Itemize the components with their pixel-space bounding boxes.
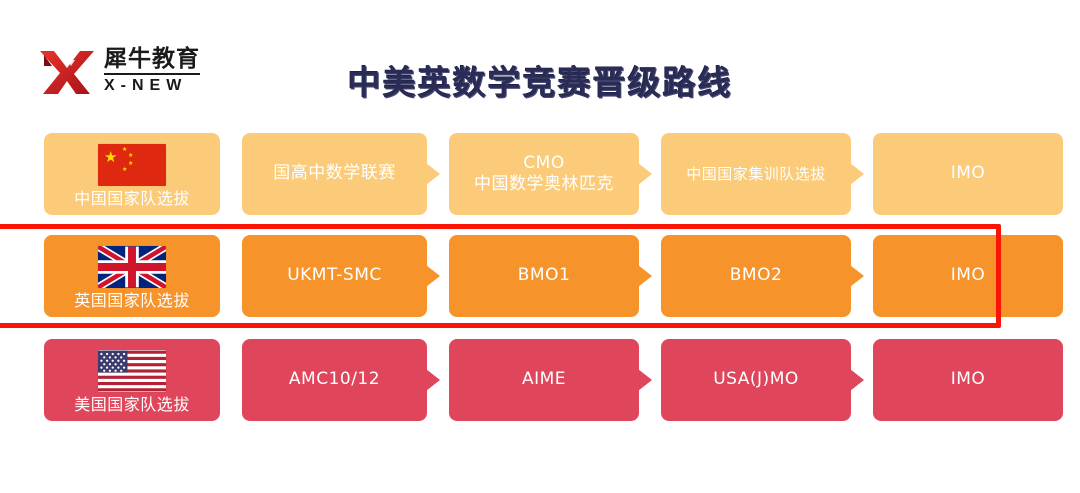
brand-divider: [104, 73, 200, 76]
arrow-right-icon: [850, 163, 864, 185]
row-china-step-4-label: IMO: [950, 163, 986, 184]
flag-china-star-small-3: ★: [128, 161, 134, 168]
progression-diagram: ★ ★ ★ ★ ★ 中国国家队选拔 国高中数学联赛 CMO 中国数学奥林匹克 中…: [0, 125, 1080, 445]
row-usa-step-4[interactable]: IMO: [873, 339, 1063, 421]
row-uk-step-1-label: UKMT-SMC: [287, 265, 382, 286]
arrow-right-icon: [638, 163, 652, 185]
arrow-right-icon: [850, 369, 864, 391]
row-china-step-2-label: CMO 中国数学奥林匹克: [468, 153, 620, 196]
arrow-right-icon: [426, 163, 440, 185]
row-usa-country-cell[interactable]: 美国国家队选拔: [44, 339, 220, 421]
flag-china-icon: ★ ★ ★ ★ ★: [98, 144, 166, 187]
arrow-right-icon: [850, 265, 864, 287]
row-uk-step-1[interactable]: UKMT-SMC: [242, 235, 440, 317]
flag-china-star-small-2: ★: [128, 153, 134, 160]
page-title: 中美英数学竞赛晋级路线: [347, 63, 733, 102]
row-usa-step-1[interactable]: AMC10/12: [242, 339, 440, 421]
row-china-step-4[interactable]: IMO: [873, 133, 1063, 215]
row-uk-step-4-label: IMO: [950, 265, 986, 286]
row-uk-step-4[interactable]: IMO: [873, 235, 1063, 317]
diagram-row-uk: 英国国家队选拔 UKMT-SMC BMO1 BMO2 IMO: [44, 235, 1063, 317]
row-china-step-3-label: 中国国家集训队选拔: [686, 164, 826, 183]
row-uk-gap-1: [220, 235, 242, 317]
row-uk-label: 英国国家队选拔: [74, 291, 190, 311]
brand-name-en: X-NEW: [104, 77, 188, 95]
row-usa-step-2[interactable]: AIME: [449, 339, 652, 421]
row-china-country-cell[interactable]: ★ ★ ★ ★ ★ 中国国家队选拔: [44, 133, 220, 215]
row-usa-gap-1: [220, 339, 242, 421]
row-china-step-2[interactable]: CMO 中国数学奥林匹克: [449, 133, 652, 215]
arrow-right-icon: [426, 369, 440, 391]
rhino-x-logo-icon: [38, 46, 96, 96]
diagram-row-china: ★ ★ ★ ★ ★ 中国国家队选拔 国高中数学联赛 CMO 中国数学奥林匹克 中…: [44, 133, 1063, 215]
row-china-step-3[interactable]: 中国国家集训队选拔: [661, 133, 864, 215]
row-china-step-2-line1: CMO: [523, 152, 565, 173]
row-uk-step-3[interactable]: BMO2: [661, 235, 864, 317]
arrow-right-icon: [638, 369, 652, 391]
brand-name-cn: 犀牛教育: [104, 46, 200, 73]
arrow-right-icon: [426, 265, 440, 287]
page-header: 犀牛教育 X-NEW 中美英数学竞赛晋级路线: [0, 0, 1080, 122]
row-uk-step-2-label: BMO1: [517, 265, 571, 286]
row-uk-country-cell[interactable]: 英国国家队选拔: [44, 235, 220, 317]
flag-china-star-small-4: ★: [122, 167, 128, 174]
brand-logo-text: 犀牛教育 X-NEW: [104, 47, 200, 95]
row-usa-label: 美国国家队选拔: [74, 395, 190, 415]
diagram-row-usa: 美国国家队选拔 AMC10/12 AIME USA(J)MO IMO: [44, 339, 1063, 421]
flag-china-star-large: ★: [104, 149, 118, 167]
row-usa-step-1-label: AMC10/12: [288, 369, 381, 390]
footer-whitespace: [0, 445, 1080, 493]
row-usa-step-2-label: AIME: [521, 369, 567, 390]
flag-usa-icon: [98, 350, 166, 393]
row-china-step-1-label: 国高中数学联赛: [273, 163, 396, 184]
row-usa-step-4-label: IMO: [950, 369, 986, 390]
row-uk-step-3-label: BMO2: [729, 265, 783, 286]
arrow-right-icon: [638, 265, 652, 287]
row-china-gap-1: [220, 133, 242, 215]
row-usa-step-3-label: USA(J)MO: [713, 369, 799, 390]
row-uk-step-2[interactable]: BMO1: [449, 235, 652, 317]
row-usa-step-3[interactable]: USA(J)MO: [661, 339, 864, 421]
row-china-step-1[interactable]: 国高中数学联赛: [242, 133, 440, 215]
flag-uk-icon: [98, 246, 166, 289]
brand-logo[interactable]: 犀牛教育 X-NEW: [38, 46, 200, 96]
row-china-step-2-line2: 中国数学奥林匹克: [474, 174, 614, 194]
flag-china-star-small-1: ★: [122, 147, 128, 154]
row-china-label: 中国国家队选拔: [74, 189, 190, 209]
